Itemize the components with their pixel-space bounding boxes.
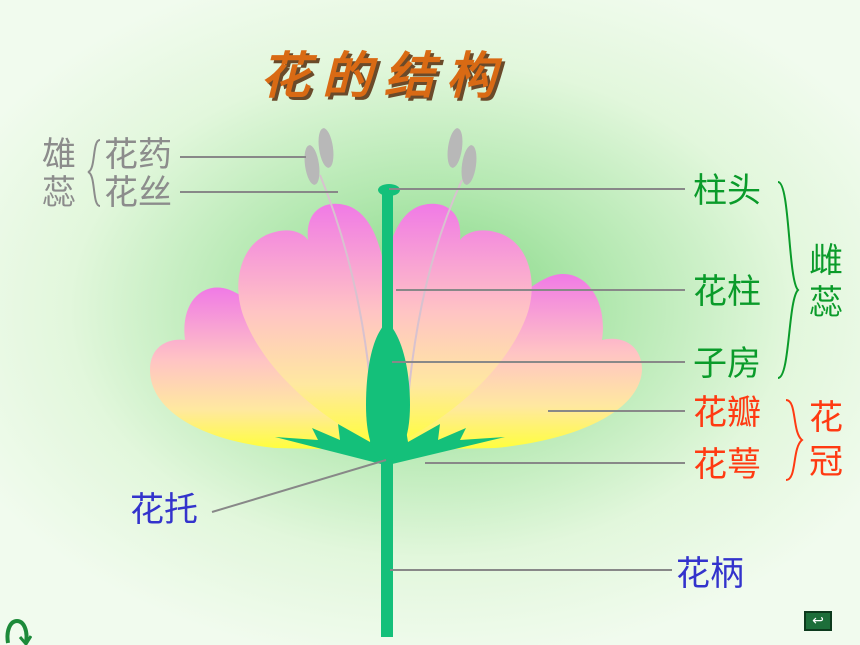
style — [382, 192, 393, 332]
label-receptacle: 花托 — [130, 490, 198, 530]
label-sepal: 花萼 — [693, 445, 761, 485]
stamen-group-top: 雄 — [42, 135, 76, 175]
anther-right-a — [447, 128, 463, 168]
pistil-group-bottom: 蕊 — [809, 283, 843, 323]
ovary — [366, 322, 410, 462]
brace-corolla — [785, 399, 804, 481]
label-ovary: 子房 — [693, 344, 761, 384]
anther-left-b — [318, 128, 334, 168]
curl-arrow-icon[interactable] — [2, 615, 32, 645]
petal-inner-right — [381, 203, 532, 445]
corolla-group-bottom: 冠 — [809, 442, 843, 482]
brace-stamen — [87, 139, 101, 207]
anther-right-b — [461, 145, 477, 185]
label-style: 花柱 — [693, 272, 761, 312]
return-icon[interactable]: ↩ — [804, 611, 832, 631]
leader-receptacle — [211, 459, 387, 513]
corolla-group-top: 花 — [809, 398, 843, 438]
sepal-right — [388, 424, 505, 465]
label-petal: 花瓣 — [693, 393, 761, 433]
label-anther: 花药 — [104, 135, 172, 175]
stamen-group-bottom: 蕊 — [42, 173, 76, 213]
sepal-left — [275, 424, 388, 465]
petal-outer-left — [150, 287, 370, 450]
petal-inner-left — [238, 203, 389, 445]
anther-left-a — [304, 145, 320, 185]
page-title: 花的结构 — [260, 46, 508, 105]
pedicel-stem — [381, 455, 393, 637]
pistil-group-top: 雌 — [809, 241, 843, 281]
label-filament: 花丝 — [104, 173, 172, 213]
label-stigma: 柱头 — [693, 171, 761, 211]
label-pedicel: 花柄 — [676, 554, 744, 594]
brace-pistil — [777, 181, 800, 379]
